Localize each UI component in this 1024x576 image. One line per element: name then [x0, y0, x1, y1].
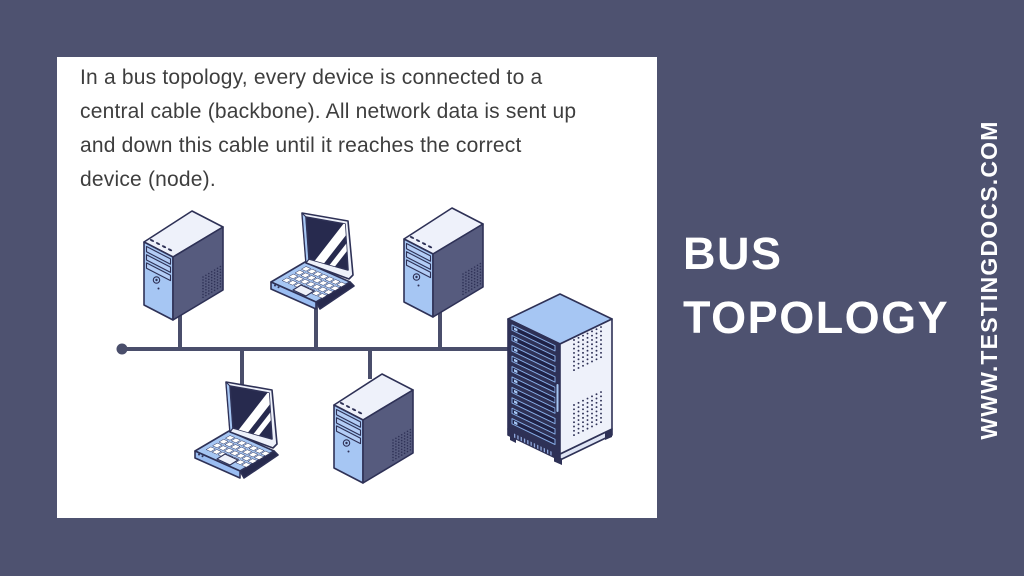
laptop-2: [195, 382, 292, 478]
cable-terminator: [116, 343, 128, 355]
website-watermark: WWW.TESTINGDOCS.COM: [976, 120, 1002, 440]
desktop-tower-3: [333, 373, 414, 484]
bus-cable: [116, 299, 513, 387]
description-line: device (node).: [80, 168, 216, 191]
desktop-tower-1: [143, 210, 224, 321]
description-line: and down this cable until it reaches the…: [80, 134, 522, 157]
bus-topology-diagram: [116, 207, 657, 484]
desktop-tower-2: [403, 207, 484, 318]
page-title: BUS TOPOLOGY: [683, 222, 949, 350]
title-line-2: TOPOLOGY: [683, 292, 950, 343]
laptop-1: [271, 213, 368, 309]
server-rack: [508, 294, 612, 465]
title-line-1: BUS: [683, 228, 783, 279]
content-card: In a bus topology, every device is conne…: [57, 57, 657, 518]
description-line: central cable (backbone). All network da…: [80, 100, 577, 123]
description-text: In a bus topology, every device is conne…: [80, 61, 640, 197]
description-line: In a bus topology, every device is conne…: [80, 66, 543, 89]
